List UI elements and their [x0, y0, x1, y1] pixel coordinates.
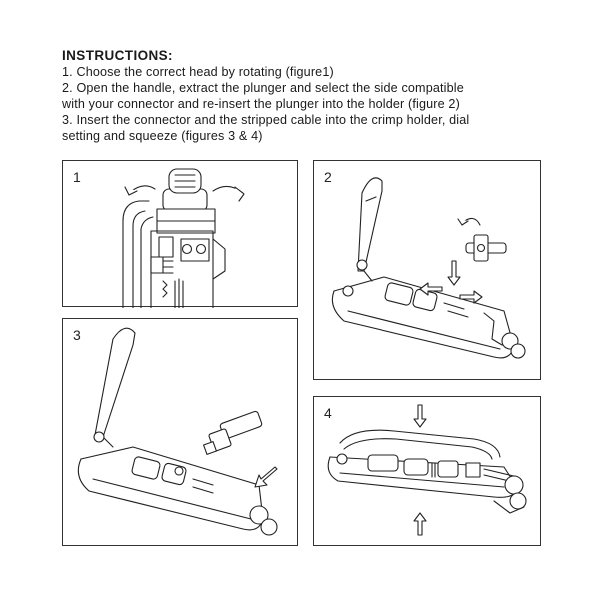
instruction-line-4: 3. Insert the connector and the stripped…	[62, 113, 470, 127]
down-arrow-icon	[448, 261, 460, 285]
left-arrow-icon	[420, 283, 442, 295]
instructions-block: INSTRUCTIONS: 1. Choose the correct head…	[62, 48, 562, 144]
figure-3-number: 3	[73, 327, 81, 343]
connector-piece	[204, 411, 263, 455]
figure-1-illustration	[63, 161, 299, 308]
plunger-piece	[466, 235, 506, 261]
figure-3-illustration	[63, 319, 299, 547]
right-arrow-icon	[460, 291, 482, 303]
figure-1-panel: 1	[62, 160, 298, 307]
instruction-line-2: 2. Open the handle, extract the plunger …	[62, 81, 464, 95]
rotate-left-arrow-icon	[125, 186, 155, 195]
figure-2-illustration	[314, 161, 542, 381]
squeeze-down-arrow-icon	[414, 405, 426, 427]
rotate-arrow-icon	[458, 218, 480, 225]
figure-2-panel: 2	[313, 160, 541, 380]
instruction-line-3: with your connector and re-insert the pl…	[62, 97, 460, 111]
instruction-line-5: setting and squeeze (figures 3 & 4)	[62, 129, 263, 143]
figure-4-number: 4	[324, 405, 332, 421]
figure-3-panel: 3	[62, 318, 298, 546]
squeeze-up-arrow-icon	[414, 513, 426, 535]
rotate-right-arrow-icon	[213, 186, 244, 201]
figure-2-number: 2	[324, 169, 332, 185]
insert-arrow-icon	[255, 467, 277, 487]
instructions-heading: INSTRUCTIONS:	[62, 48, 173, 63]
figure-4-panel: 4	[313, 396, 541, 546]
figure-1-number: 1	[73, 169, 81, 185]
instruction-line-1: 1. Choose the correct head by rotating (…	[62, 65, 334, 79]
figure-4-illustration	[314, 397, 542, 547]
